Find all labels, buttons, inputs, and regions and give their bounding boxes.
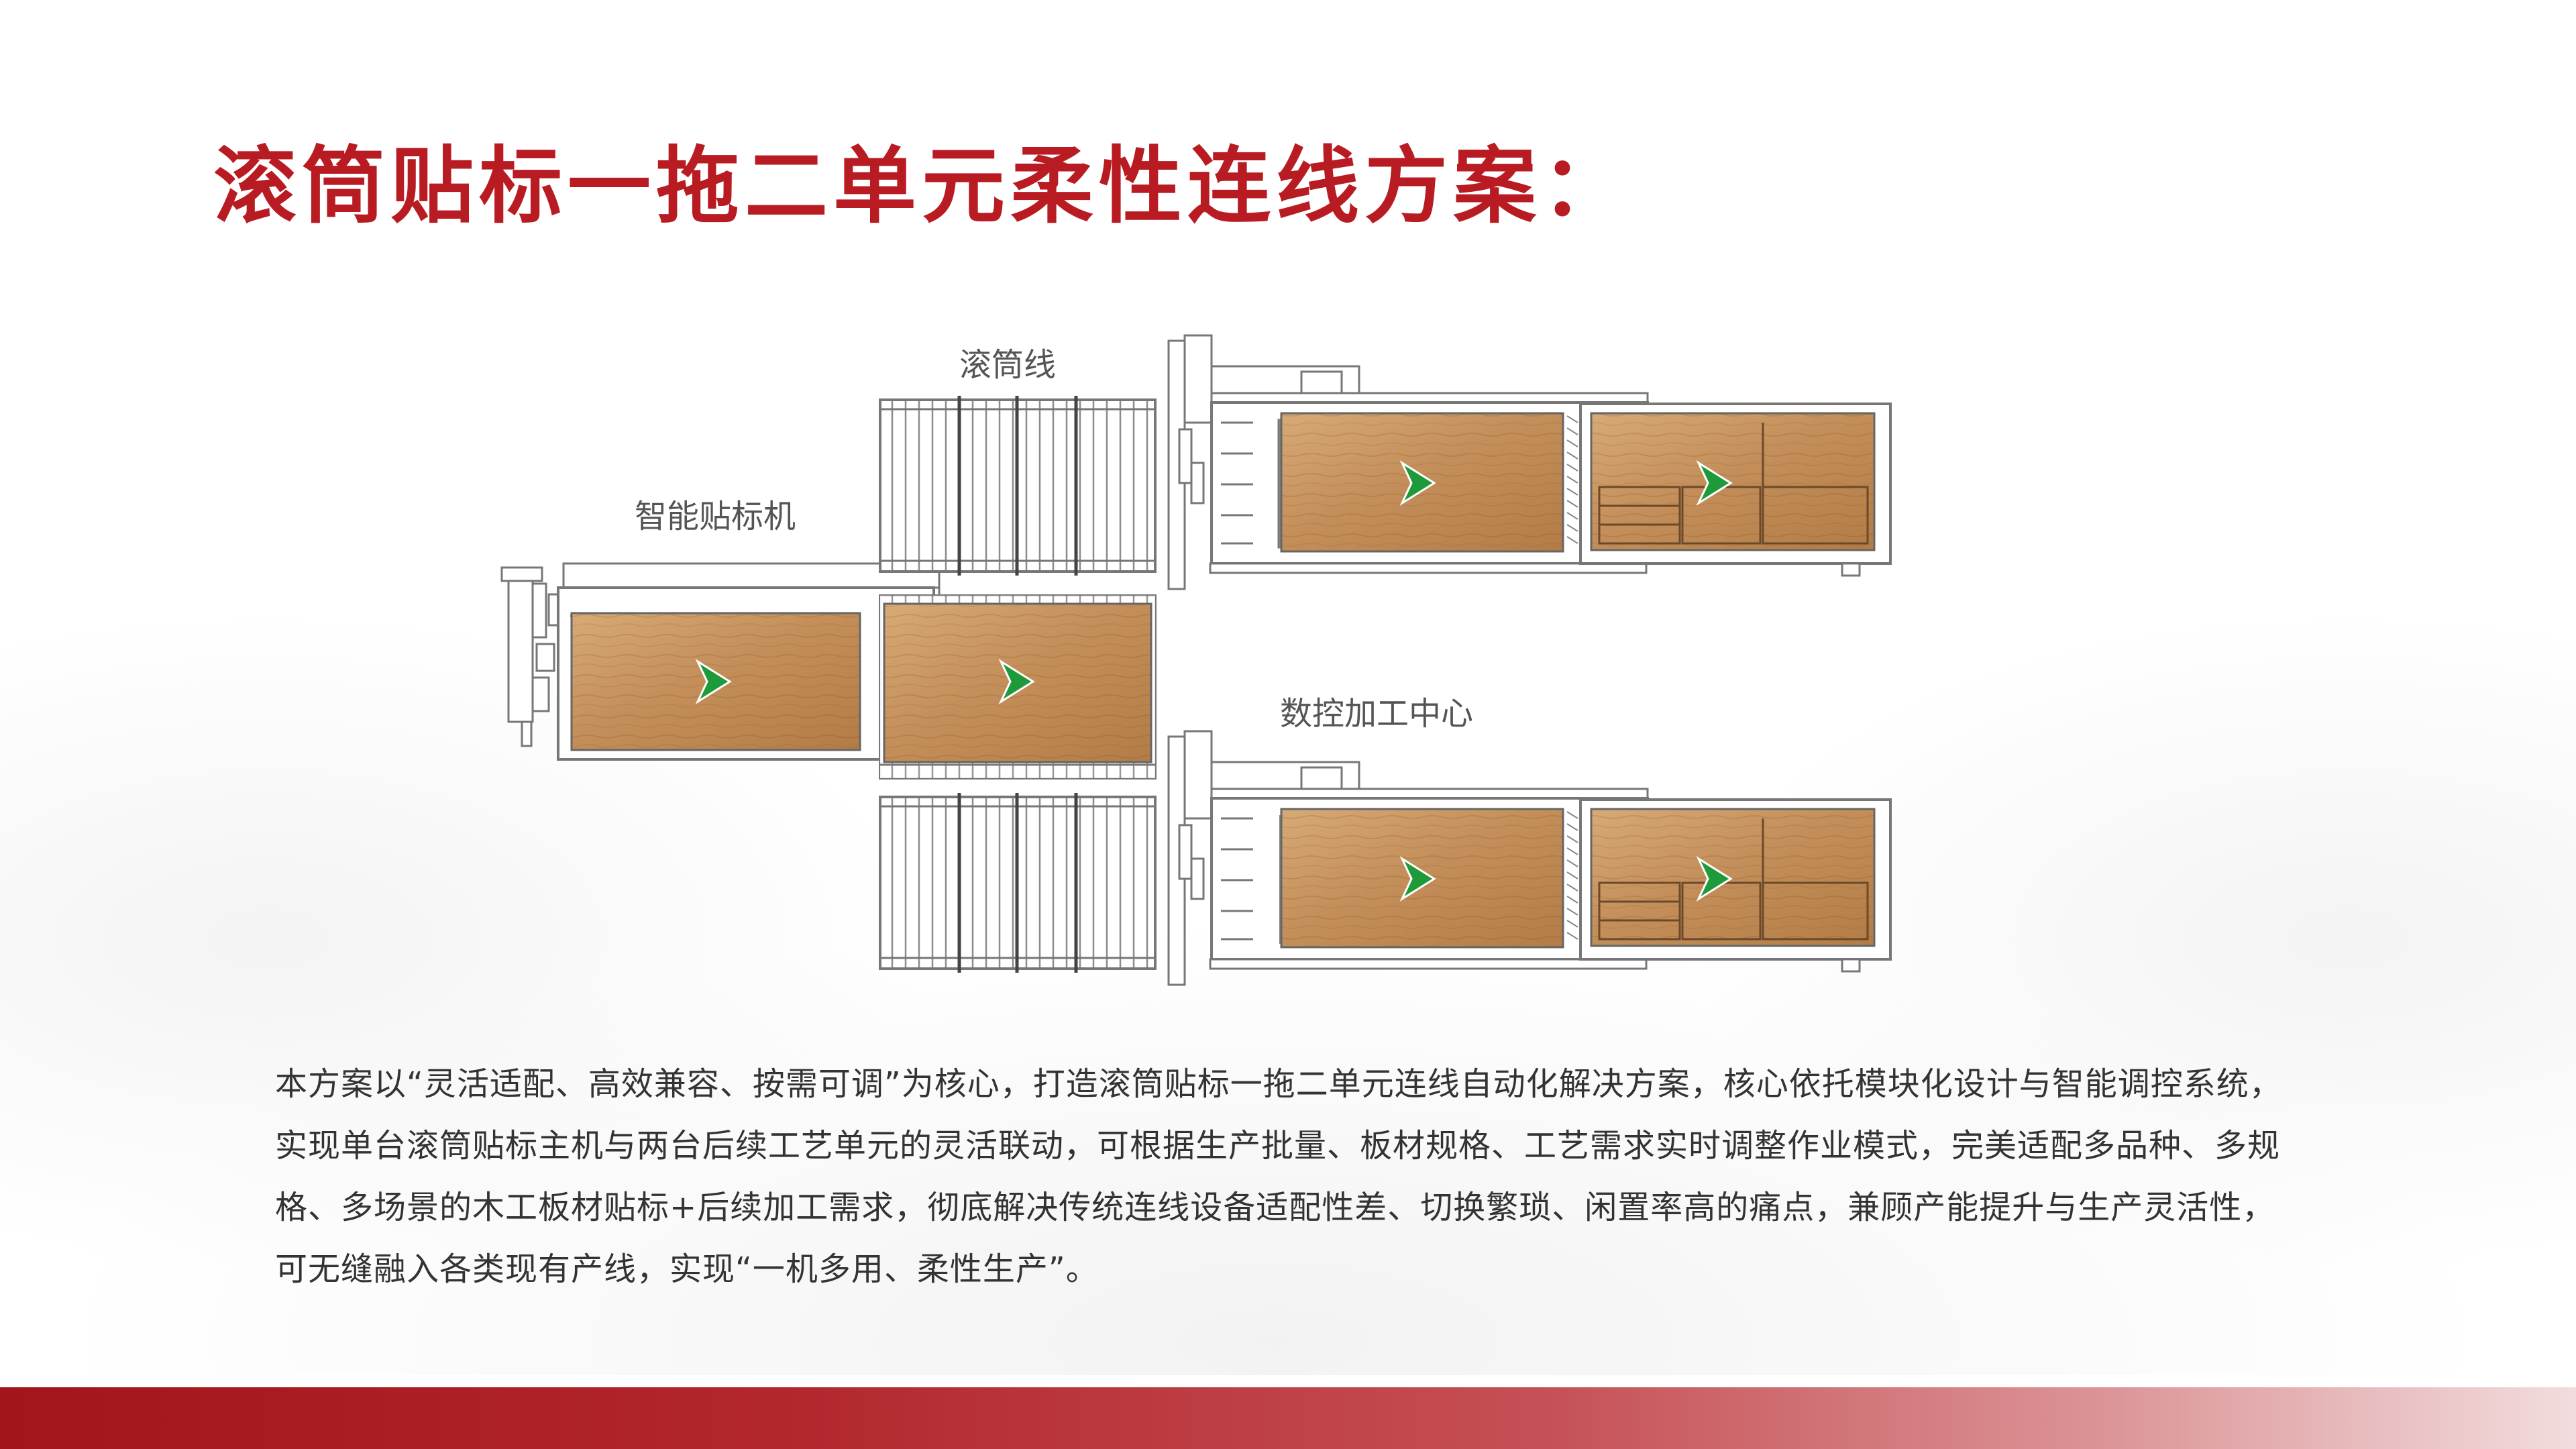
flow-arrow-icon — [1696, 856, 1733, 902]
output-station-top — [1579, 402, 1892, 577]
roller-line-top — [879, 396, 1157, 576]
label-cnc-center: 数控加工中心 — [1280, 695, 1474, 733]
flow-arrow-icon — [695, 659, 732, 704]
cnc-center-top — [1167, 334, 1649, 590]
solution-description: 本方案以“灵活适配、高效兼容、按需可调”为核心，打造滚筒贴标一拖二单元连线自动化… — [275, 1065, 2282, 1288]
transfer-conveyor — [879, 594, 1157, 780]
label-roller-line: 滚筒线 — [959, 346, 1057, 384]
cnc-center-bottom — [1167, 730, 1649, 986]
flow-arrow-icon — [1696, 460, 1733, 506]
flow-arrow-icon — [1399, 460, 1436, 506]
roller-line-bottom — [879, 793, 1157, 973]
flow-arrow-icon — [1399, 856, 1436, 902]
page-title: 滚筒贴标一拖二单元柔性连线方案： — [213, 138, 1631, 235]
smart-labeler-machine — [500, 562, 941, 761]
label-smart-labeler: 智能贴标机 — [635, 498, 796, 535]
output-station-bottom — [1579, 798, 1892, 973]
footer-band — [0, 1387, 2576, 1449]
flow-arrow-icon — [998, 659, 1035, 704]
line-layout-diagram: 滚筒线 智能贴标机 数控加工中心 — [496, 329, 1945, 1013]
